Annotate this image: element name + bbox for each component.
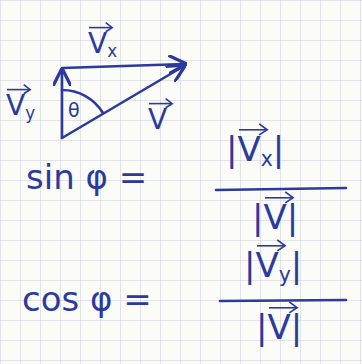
subscript: y [25, 103, 35, 123]
v-vector [62, 66, 184, 138]
numerator: |Vy| [244, 246, 302, 288]
formula-text: sin φ = [26, 158, 147, 197]
vector-letter: V [148, 104, 167, 136]
subscript: x [107, 41, 117, 61]
formula-text: cos φ = [22, 280, 152, 319]
fraction-line [220, 300, 346, 301]
vector-label: V [148, 104, 167, 136]
vector-arrow [257, 239, 286, 249]
vector-letter: V [263, 198, 286, 237]
subscript: y [279, 263, 291, 287]
vector-arrow [7, 84, 31, 92]
vector-arrow [265, 191, 294, 201]
vector-letter: V [237, 130, 260, 169]
vector-letter: V [255, 246, 278, 285]
vx-vector [62, 64, 185, 68]
vector-arrow [89, 22, 113, 30]
denominator: |V| [256, 308, 302, 347]
subscript: x [261, 147, 273, 171]
vector-letter: V [267, 308, 290, 347]
vector-arrow [149, 98, 173, 106]
vector-label: Vy [6, 90, 35, 124]
vector-arrow [239, 123, 268, 133]
numerator: |Vx| [226, 130, 284, 172]
fraction-line [216, 188, 346, 190]
vector-label: Vx [88, 28, 117, 62]
vector-arrow [269, 301, 298, 311]
vector-letter: V [6, 90, 25, 122]
angle-label: θ [68, 100, 80, 122]
vector-letter: V [88, 28, 107, 60]
denominator: |V| [252, 198, 298, 237]
vy-vector [61, 70, 64, 138]
